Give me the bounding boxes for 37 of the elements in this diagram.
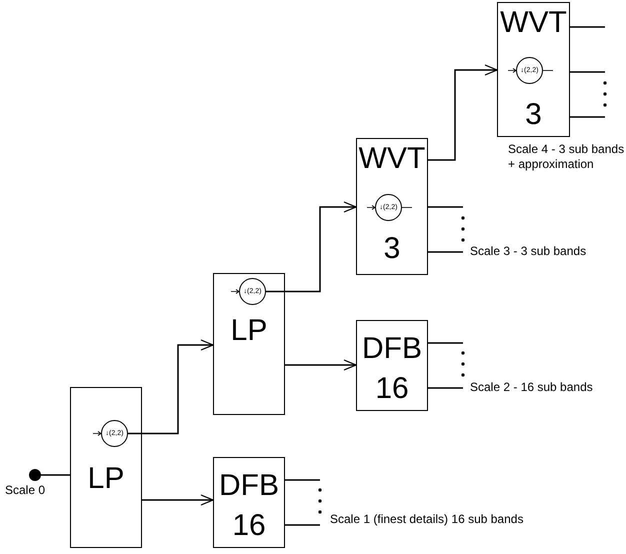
input-dot [29,469,41,481]
scale-label: Scale 0 [5,483,46,498]
connector-line [570,116,605,118]
box-label: DFB [219,468,279,504]
box-label: LP [230,313,268,349]
connector-line [428,206,463,208]
process-box [70,387,142,548]
arrow [142,494,214,506]
arrow [128,339,214,434]
connector-line [428,251,463,253]
arrow [266,201,357,292]
connector-line [428,387,463,389]
box-label: WVT [500,5,567,41]
scale-label: Scale 4 - 3 sub bands + approximation [508,142,626,172]
scale-label: Scale 2 - 16 sub bands [470,380,594,395]
connector-line [41,474,70,476]
box-label: 3 [384,231,400,267]
process-box [356,320,428,411]
box-label: LP [88,461,124,497]
box-label: 3 [525,97,542,133]
connector-line [428,342,463,344]
box-label: WVT [358,141,426,177]
process-box [497,2,570,137]
connector-line [570,71,605,73]
scale-label: Scale 3 - 3 sub bands [470,244,588,259]
process-box [213,457,285,548]
process-box [213,273,285,415]
connector-line [285,524,320,526]
process-box [356,138,428,275]
connector-line [285,479,320,481]
box-label: 16 [375,371,409,407]
arrow [285,359,357,371]
box-label: DFB [362,331,422,367]
arrow [428,64,498,161]
connector-line [570,26,605,28]
scale-label: Scale 1 (finest details) 16 sub bands [330,512,524,527]
box-label: 16 [232,508,266,544]
